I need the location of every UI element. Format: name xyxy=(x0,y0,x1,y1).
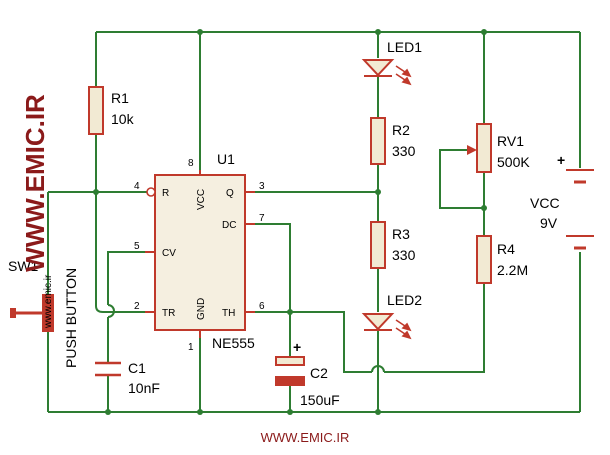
rv1-ref: RV1 xyxy=(497,133,524,149)
pin-num-1: 1 xyxy=(188,342,194,353)
r3-ref: R3 xyxy=(392,226,410,242)
pin-num-8: 8 xyxy=(188,158,194,169)
battery-ref: VCC xyxy=(530,195,560,211)
potentiometer-rv1: RV1 500K xyxy=(467,123,530,173)
sw1-label: PUSH BUTTON xyxy=(63,268,79,368)
ic-ref: U1 xyxy=(217,151,235,167)
pin-name-r: R xyxy=(162,188,169,199)
pin-num-4: 4 xyxy=(134,181,140,192)
junction-dot xyxy=(93,189,99,195)
junction-dot xyxy=(481,29,487,35)
battery-value: 9V xyxy=(540,215,558,231)
resistor-r4: R4 2.2M xyxy=(476,235,528,284)
c2-plus: + xyxy=(293,339,301,355)
junction-dot xyxy=(287,309,293,315)
rv1-value: 500K xyxy=(497,154,530,170)
ic-ne555: U1 NE555 R CV TR Q DC TH VCC GND 4 5 2 3… xyxy=(134,151,265,353)
pin-name-dc: DC xyxy=(222,220,236,231)
led-led1: LED1 xyxy=(361,39,422,86)
wires xyxy=(47,31,581,413)
c2-ref: C2 xyxy=(310,365,328,381)
pin-num-6: 6 xyxy=(259,301,265,312)
pin-name-q: Q xyxy=(226,188,234,199)
capacitor-c2: + C2 150uF xyxy=(275,339,340,408)
r4-value: 2.2M xyxy=(497,262,528,278)
resistor-r2: R2 330 xyxy=(370,117,416,165)
r4-ref: R4 xyxy=(497,241,515,257)
resistor-r3: R3 330 xyxy=(370,221,416,269)
pin-name-cv: CV xyxy=(162,248,176,259)
capacitor-c1: C1 10nF xyxy=(95,360,160,396)
wire-rv1-wiper xyxy=(439,149,484,209)
battery-vcc: + VCC 9V xyxy=(530,152,594,250)
watermark-footer: WWW.EMIC.IR xyxy=(261,430,350,445)
wire-cv xyxy=(107,251,155,305)
junction-dot xyxy=(197,29,203,35)
wire-dc xyxy=(245,223,291,312)
push-button-sw1: www.emic.ir SW1 PUSH BUTTON xyxy=(8,258,79,368)
watermark-side: WWW.EMIC.IR xyxy=(20,94,50,272)
junctions xyxy=(93,29,487,415)
r1-ref: R1 xyxy=(111,90,129,106)
pin-name-vcc: VCC xyxy=(196,189,207,210)
wire-cv-hop xyxy=(107,304,115,318)
junction-dot xyxy=(375,29,381,35)
wiper-arrow xyxy=(467,145,477,155)
pin-num-2: 2 xyxy=(134,301,140,312)
reset-pin-bubble xyxy=(146,187,156,197)
junction-dot xyxy=(105,409,111,415)
junction-dot xyxy=(197,409,203,415)
wire-r1-to-tr xyxy=(95,305,155,313)
wire-th xyxy=(245,311,372,373)
junction-dot xyxy=(375,409,381,415)
ic-part: NE555 xyxy=(212,335,255,351)
wire-th-to-pot xyxy=(384,283,485,373)
pin-name-th: TH xyxy=(222,308,235,319)
led-led2: LED2 xyxy=(361,292,422,340)
c1-ref: C1 xyxy=(128,360,146,376)
sw1-mark: www.emic.ir xyxy=(43,274,54,329)
c1-value: 10nF xyxy=(128,380,160,396)
pin-num-3: 3 xyxy=(259,181,265,192)
c2-value: 150uF xyxy=(300,392,340,408)
led1-ref: LED1 xyxy=(387,39,422,55)
battery-plus: + xyxy=(557,152,565,168)
pin-num-7: 7 xyxy=(259,213,265,224)
r2-ref: R2 xyxy=(392,122,410,138)
junction-dot xyxy=(287,409,293,415)
junction-dot xyxy=(375,189,381,195)
r2-value: 330 xyxy=(392,143,416,159)
pin-name-gnd: GND xyxy=(196,298,207,320)
junction-dot xyxy=(481,205,487,211)
pin-num-5: 5 xyxy=(134,241,140,252)
r1-value: 10k xyxy=(111,111,135,127)
resistor-r1: R1 10k xyxy=(88,86,135,135)
r3-value: 330 xyxy=(392,247,416,263)
led2-ref: LED2 xyxy=(387,292,422,308)
pin-name-tr: TR xyxy=(162,308,175,319)
sw1-ref: SW1 xyxy=(8,258,39,274)
